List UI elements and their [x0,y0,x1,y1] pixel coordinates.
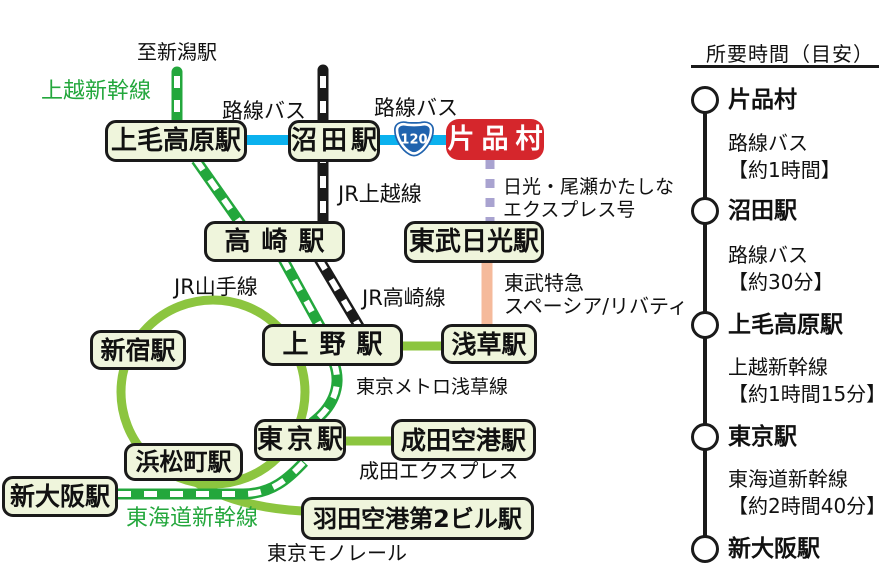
leg-mode: 路線バス [728,243,808,267]
station-narita-airport: 成田空港駅 [391,419,536,461]
label-tobu-express-2: スペーシア/リバティ [504,294,688,318]
label-tobu-express-1: 東武特急 [504,271,584,295]
leg-duration: 【約1時間】 [728,158,841,182]
station-hamamatsucho: 浜松町駅 [124,443,243,481]
label-to-niigata: 至新潟駅 [137,40,217,64]
station-numata: 沼田駅 [288,120,380,162]
leg-mode: 上越新幹線 [728,355,828,379]
tokaido-shinkansen-line-dashes [118,459,307,497]
station-tokyo: 東京駅 [254,419,346,461]
route-badge-number: 120 [400,133,427,148]
timeline-stop-tokyo: 東京駅 [728,424,797,450]
yamanote-loop-line [116,295,310,489]
timeline-node [691,423,719,451]
timeline-stop-shin-osaka: 新大阪駅 [728,536,820,562]
label-joetsu-shinkansen: 上越新幹線 [41,79,152,104]
timeline-stop-katashina: 片品村 [728,87,797,113]
label-nikko-oze-express-1: 日光・尾瀬かたしな [503,176,675,198]
timeline-stop-jomokogen: 上毛高原駅 [728,312,843,338]
station-shin-osaka: 新大阪駅 [2,476,118,517]
station-asakusa: 浅草駅 [441,324,537,364]
station-takasaki: 高崎駅 [204,221,345,262]
timeline-node [691,197,719,225]
label-metro-asakusa-line: 東京メトロ浅草線 [356,376,509,398]
label-nikko-oze-express-2: エクスプレス号 [503,199,636,221]
timeline-node [691,86,719,114]
label-tokyo-monorail: 東京モノレール [267,541,407,565]
label-narita-express: 成田エクスプレス [359,459,519,483]
leg-duration: 【約1時間15分】 [728,382,887,406]
timeline-leg-bus-30min: 路線バス 【約30分】 [728,242,833,296]
timeline-stop-numata: 沼田駅 [728,198,797,224]
route-120-badge: 120 [393,121,435,157]
station-tobu-nikko: 東武日光駅 [404,221,544,263]
label-jr-yamanote-line: JR山手線 [174,275,258,299]
label-tokaido-shinkansen: 東海道新幹線 [126,506,259,531]
shinkansen-ueno-tokyo-dashes [310,361,341,426]
timeline-leg-bus-1h: 路線バス 【約1時間】 [728,130,841,184]
leg-mode: 東海道新幹線 [728,467,848,491]
station-shinjuku: 新宿駅 [90,330,186,370]
station-jomokogen: 上毛高原駅 [105,120,247,162]
sidebar-title: 所要時間（目安） [706,42,874,66]
station-katashina-village: 片品村 [446,119,544,160]
timeline-leg-tokaido-shinkansen: 東海道新幹線 【約2時間40分】 [728,466,886,520]
label-jr-takasaki-line: JR高崎線 [362,286,446,310]
sidebar-title-rule [691,65,879,68]
timeline-node [691,311,719,339]
joetsu-shinkansen-line-south [278,256,326,331]
label-local-bus-east: 路線バス [374,96,458,120]
label-jr-joetsu-line: JR上越線 [338,182,422,206]
station-ueno: 上野駅 [262,324,403,366]
route-badge-shape [395,122,433,155]
leg-duration: 【約2時間40分】 [728,494,887,518]
jr-takasaki-line [314,256,365,331]
station-haneda-terminal2: 羽田空港第2ビル駅 [301,497,534,540]
joetsu-shinkansen-line-mid [191,156,246,228]
label-local-bus-west: 路線バス [222,99,306,123]
timeline-leg-joetsu-shinkansen: 上越新幹線 【約1時間15分】 [728,354,886,408]
timeline-node [691,535,719,563]
leg-duration: 【約30分】 [728,270,834,294]
leg-mode: 路線バス [728,131,808,155]
